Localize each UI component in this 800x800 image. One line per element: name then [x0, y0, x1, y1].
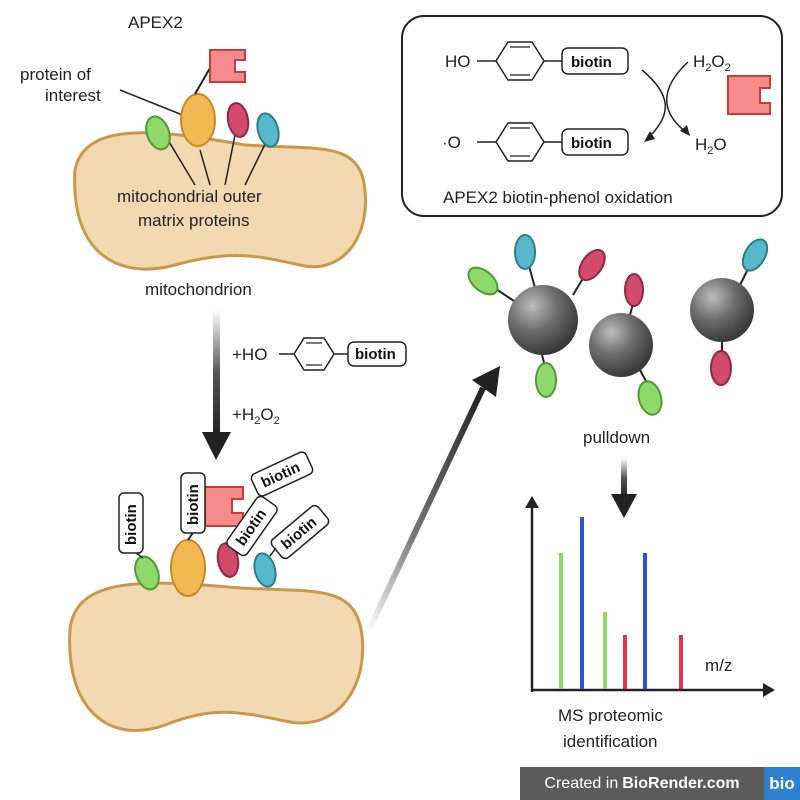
biotin-tag-poi: biotin — [185, 484, 202, 525]
biotin-tag-radical: biotin — [571, 135, 612, 152]
membrane-proteins-top — [145, 93, 280, 151]
teal-protein-labeled — [253, 552, 277, 588]
down-arrow-right — [611, 458, 637, 518]
bead-1 — [508, 285, 578, 355]
teal-protein — [256, 112, 280, 148]
reaction-arrow-right — [666, 61, 689, 133]
h2o2-label: H2O2 — [693, 52, 731, 74]
biorender-badge-text: Created in BioRender.com — [520, 767, 764, 800]
apex2-label: APEX2 — [128, 13, 183, 32]
mitochondrion-label: mitochondrion — [145, 280, 252, 299]
magenta-protein — [226, 102, 250, 138]
substrate-prefix: HO — [445, 52, 471, 71]
matrix-label-line1: mitochondrial outer — [117, 187, 262, 206]
biorender-badge[interactable]: Created in BioRender.com bio — [520, 767, 800, 800]
reaction-caption: APEX2 biotin-phenol oxidation — [443, 188, 673, 207]
reaction-box: HO biotin ·O biotin H2O2 H2O APEX2 bio — [401, 15, 783, 217]
protein-of-interest-labeled — [170, 539, 206, 597]
apex2-enzyme-top — [194, 49, 246, 95]
protein-label-line2: interest — [45, 86, 101, 105]
diagonal-arrow — [365, 366, 500, 634]
protein-label-line1: protein of — [20, 65, 91, 84]
reagent-biotin-tag: biotin — [355, 346, 396, 363]
h2o-label: H2O — [695, 135, 727, 157]
mitochondrion-bottom — [68, 581, 365, 732]
biotin-tag-substrate: biotin — [571, 54, 612, 71]
apex2-icon-box — [727, 75, 771, 115]
mz-axis-label: m/z — [705, 656, 732, 675]
streptavidin-beads — [467, 234, 769, 416]
pointer-lines-top — [119, 89, 269, 186]
mitochondrion-bottom-body — [68, 581, 365, 732]
biorender-logo-icon: bio — [764, 767, 800, 800]
down-arrow-main — [202, 310, 231, 460]
bead-3 — [690, 278, 754, 342]
peroxide-label: +H2O2 — [232, 405, 280, 427]
reagent-prefix: +HO — [232, 345, 267, 364]
badge-brand: BioRender.com — [622, 774, 740, 792]
green-protein — [145, 115, 171, 151]
radical-prefix: ·O — [442, 133, 461, 152]
reaction-arrow-left — [641, 69, 666, 139]
ms-spectrum — [525, 496, 775, 697]
ms-label-line1: MS proteomic — [558, 706, 663, 725]
biotin-tag-green: biotin — [123, 504, 140, 545]
pulldown-label: pulldown — [583, 428, 650, 447]
magenta-protein-labeled — [216, 542, 240, 578]
apex2-enzyme-bottom — [187, 486, 244, 541]
protein-of-interest — [180, 93, 216, 147]
badge-prefix: Created in — [544, 774, 619, 792]
bead-2 — [589, 313, 653, 377]
ms-label-line2: identification — [563, 732, 658, 751]
membrane-proteins-bottom — [134, 539, 277, 597]
matrix-label-line2: matrix proteins — [138, 211, 249, 230]
